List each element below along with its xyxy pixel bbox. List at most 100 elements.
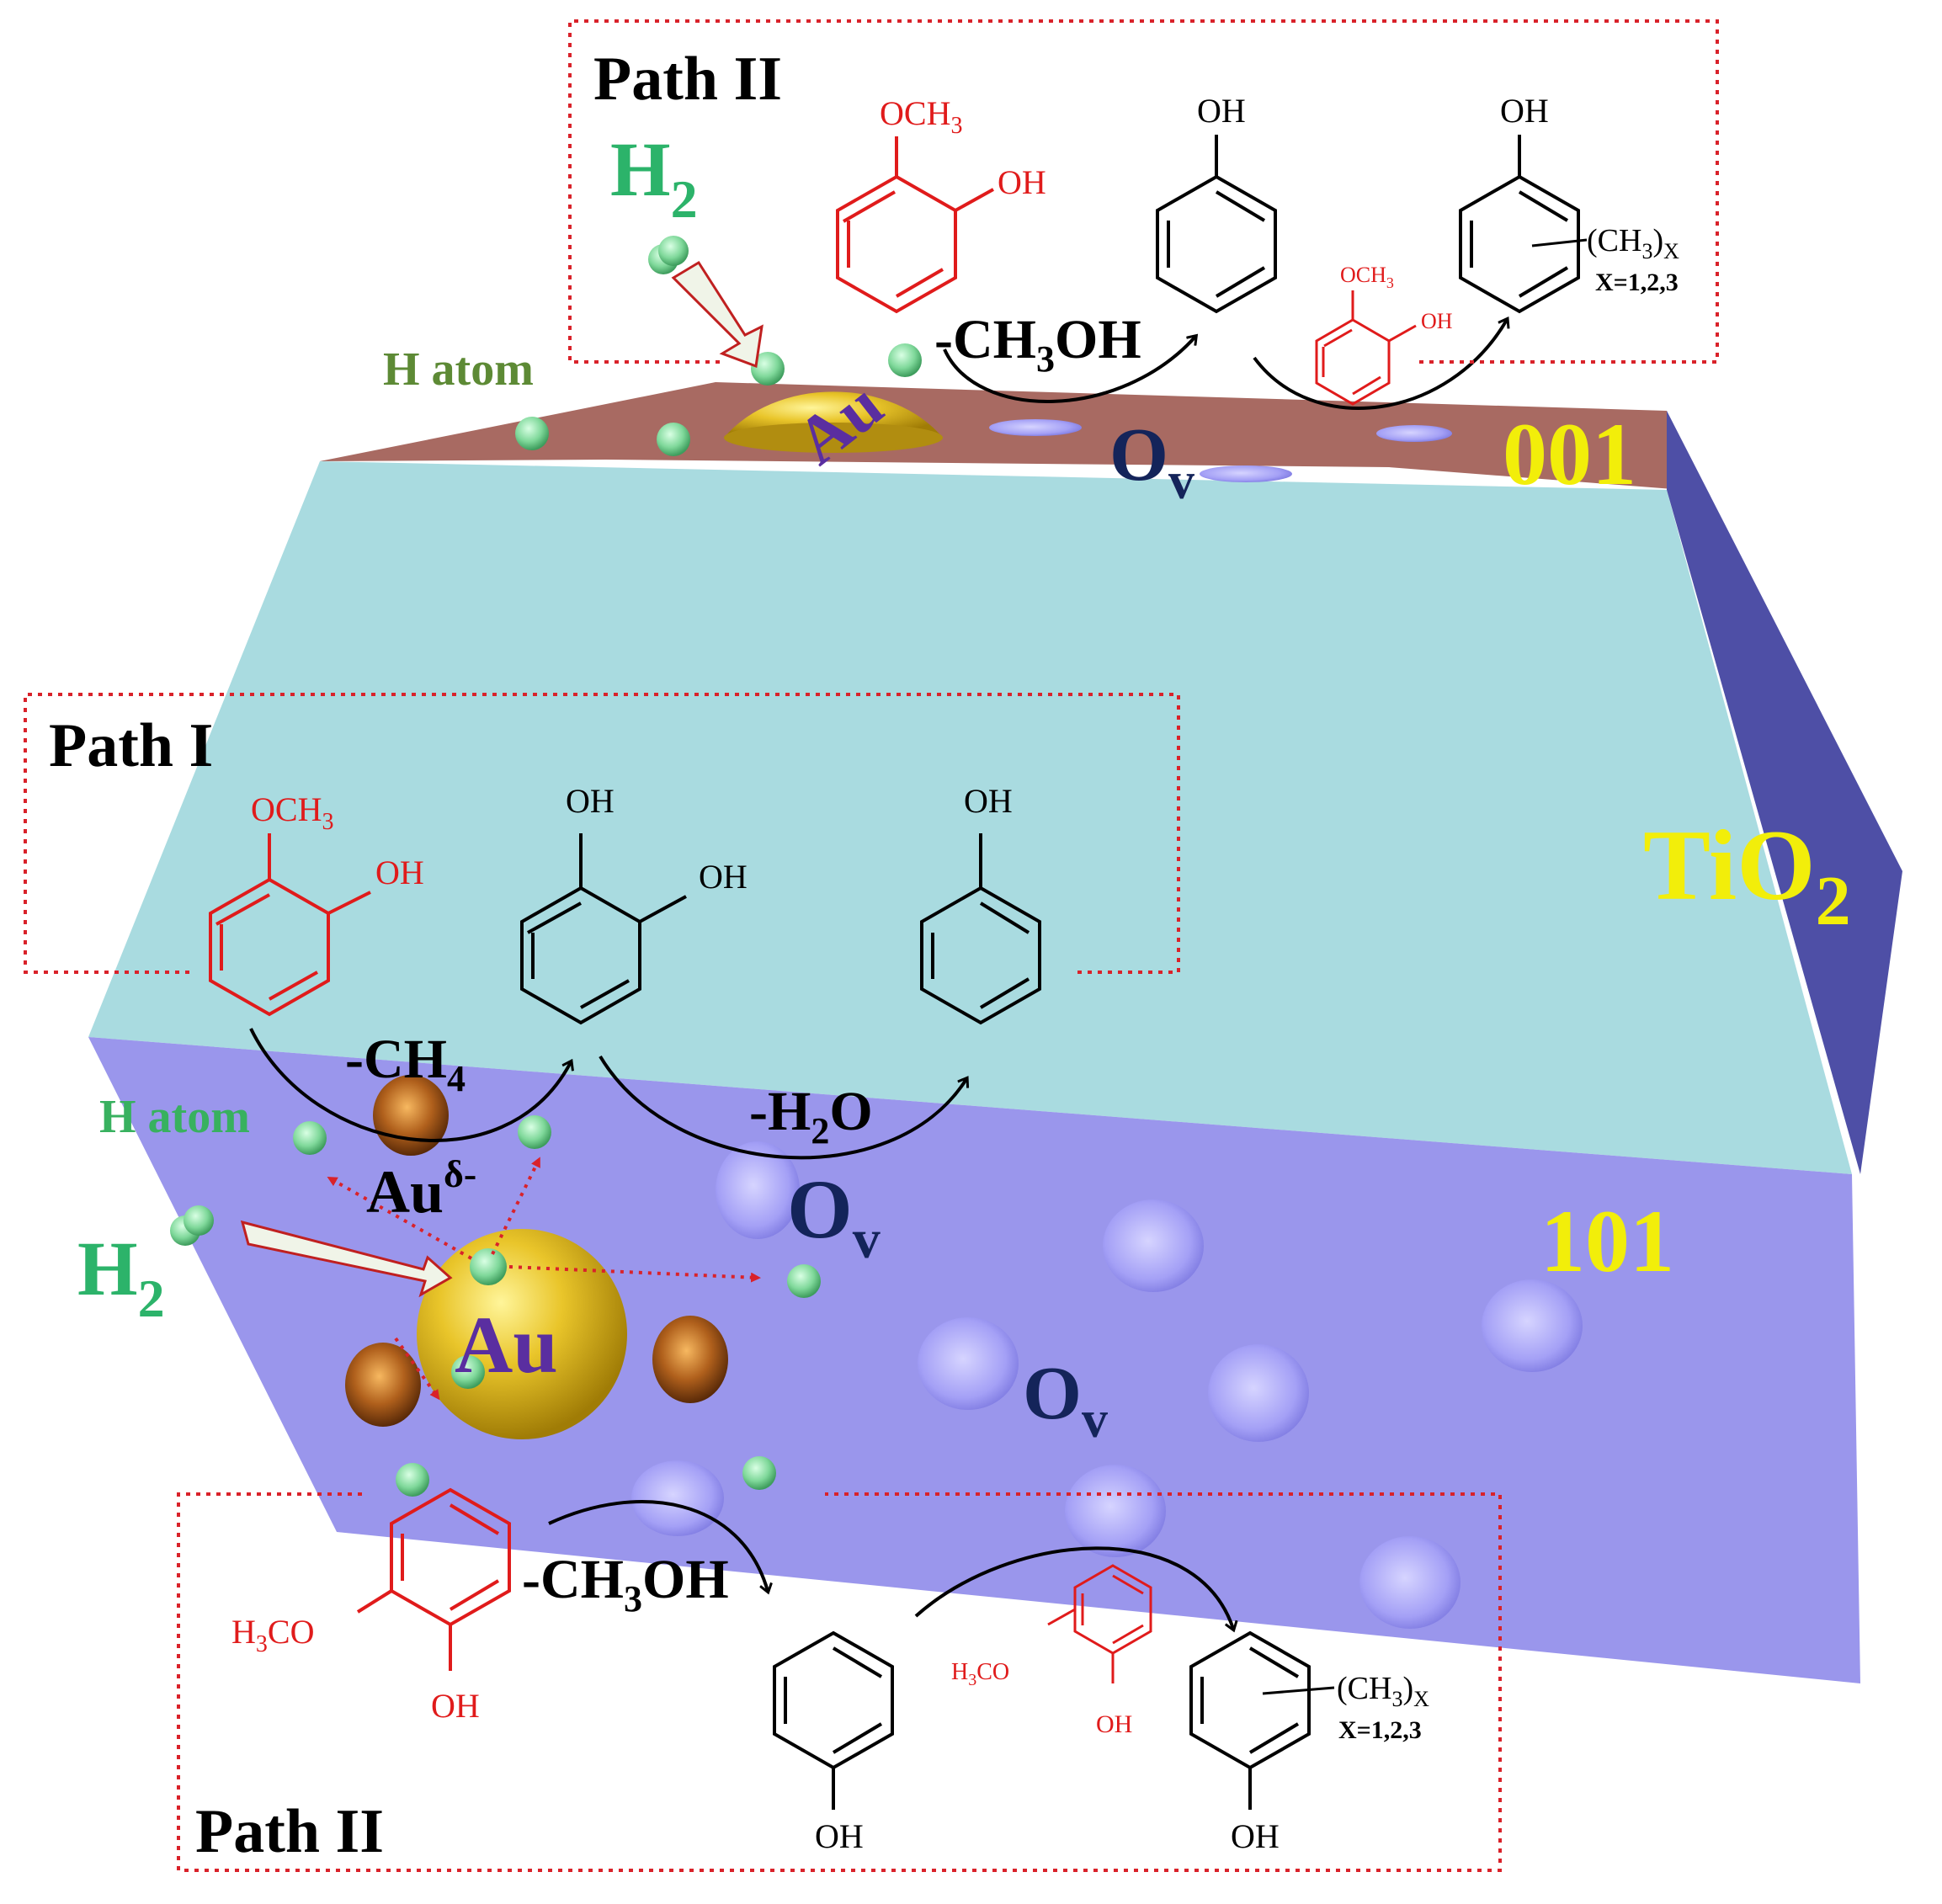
molecule-catechol-path1 xyxy=(520,833,687,1025)
h-atom xyxy=(787,1264,821,1298)
path2-top-box xyxy=(568,19,1719,364)
path2-top-label: Path II xyxy=(593,45,782,114)
minus-ch3oh-bottom: -CH3OH xyxy=(522,1549,729,1619)
molecule-guaiacol-path1 xyxy=(209,833,371,1017)
h-atom-label-101: H atom xyxy=(99,1091,250,1143)
path2-bottom-box xyxy=(177,1492,1502,1872)
vacancy xyxy=(1482,1279,1583,1372)
path1-box xyxy=(24,693,1180,974)
molecule-guaiacol-small-bottom xyxy=(1047,1564,1152,1683)
cluster xyxy=(345,1343,421,1427)
molecule-guaiacol-top xyxy=(836,136,994,314)
arrow-bottom-2 xyxy=(914,1546,1233,1629)
oh-label: OH xyxy=(998,163,1046,201)
h3co-label: H3CO xyxy=(231,1613,314,1657)
oh-label: OH xyxy=(1500,92,1549,130)
oh-label: OH xyxy=(431,1687,480,1725)
minus-h2o-label: -H2O xyxy=(749,1081,873,1151)
path2-bottom-label: Path II xyxy=(195,1797,384,1866)
h3co-label: H3CO xyxy=(951,1659,1009,1689)
oxygen-vacancies xyxy=(631,419,1583,1629)
vacancy xyxy=(716,1141,800,1239)
molecule-guaiacol-bottom xyxy=(356,1487,511,1671)
oh-label: OH xyxy=(1421,309,1453,333)
h-atom-label-top: H atom xyxy=(383,343,534,396)
h-atom xyxy=(396,1463,429,1497)
oh-label: OH xyxy=(699,858,748,896)
h-atom xyxy=(742,1456,776,1490)
vacancy xyxy=(1208,1344,1309,1442)
arrow-path1-1 xyxy=(249,1028,571,1142)
h-atom xyxy=(451,1355,485,1389)
au-hemisphere-001 xyxy=(724,391,943,453)
oh-label: OH xyxy=(1096,1710,1132,1738)
vacancy xyxy=(1376,425,1452,442)
arrow-bottom-1 xyxy=(548,1500,768,1591)
oh-label: OH xyxy=(1197,92,1246,130)
x-values-label: X=1,2,3 xyxy=(1595,269,1679,296)
h-atom xyxy=(470,1248,507,1285)
arrow-top-2 xyxy=(1253,320,1507,410)
arrow-path1-2 xyxy=(599,1055,966,1160)
h2-arrow-top xyxy=(671,260,763,369)
reaction-arrows xyxy=(249,320,1507,1629)
h-atom xyxy=(888,343,922,377)
ch3x-label: (CH3)X xyxy=(1337,1671,1429,1711)
h2-label-101: H2 xyxy=(77,1226,165,1328)
arrow-top-1 xyxy=(943,337,1195,403)
path1-label: Path I xyxy=(49,711,213,780)
molecule-phenol-top xyxy=(1156,135,1277,314)
vacancy xyxy=(1103,1199,1204,1292)
molecule-alkylphenol-top xyxy=(1459,135,1588,314)
och3-label: OCH3 xyxy=(1340,263,1394,291)
oh-label: OH xyxy=(1231,1817,1280,1855)
au-delta-label: Auδ- xyxy=(366,1152,476,1226)
och3-label: OCH3 xyxy=(880,94,962,139)
tio2-label: TiO2 xyxy=(1643,809,1851,940)
molecule-alkylphenol-bottom xyxy=(1189,1630,1335,1810)
och3-label: OCH3 xyxy=(251,790,333,835)
vacancy xyxy=(1200,465,1292,482)
path-boxes xyxy=(24,19,1719,1872)
hydrogen-atoms xyxy=(170,236,922,1497)
minus-ch4-label: -CH4 xyxy=(345,1029,466,1099)
oh-label: OH xyxy=(566,782,615,820)
ch3x-label: (CH3)X xyxy=(1587,223,1679,263)
molecule-phenol-path1 xyxy=(920,833,1041,1025)
au-label-101: Au xyxy=(455,1300,558,1390)
vacancy xyxy=(1065,1465,1166,1557)
h-atom xyxy=(658,236,689,266)
vacancy xyxy=(1359,1536,1460,1629)
cluster xyxy=(652,1316,728,1403)
molecule-phenol-bottom xyxy=(773,1630,894,1810)
ov-label-101a: Ov xyxy=(787,1162,881,1270)
molecule-guaiacol-small-top xyxy=(1315,290,1417,406)
h-atom xyxy=(518,1115,551,1149)
facet-001-label: 001 xyxy=(1503,405,1636,503)
oh-label: OH xyxy=(964,782,1013,820)
vacancy xyxy=(918,1317,1019,1410)
vacancy xyxy=(631,1460,724,1536)
oh-label: OH xyxy=(815,1817,864,1855)
h-atom xyxy=(293,1121,327,1155)
side-face xyxy=(1667,411,1902,1174)
au-label-001: Au xyxy=(783,368,897,479)
vacancy xyxy=(989,419,1082,436)
h-atom xyxy=(751,352,785,386)
facet-101-label: 101 xyxy=(1540,1192,1674,1290)
x-values-label: X=1,2,3 xyxy=(1338,1716,1422,1744)
h-atom xyxy=(657,423,690,456)
h2-arrow-101 xyxy=(240,1220,453,1298)
ov-label-101b: Ov xyxy=(1023,1352,1108,1449)
oh-label: OH xyxy=(375,854,424,891)
spillover-arrow xyxy=(394,1337,440,1401)
h2-label-top: H2 xyxy=(610,126,698,229)
front-upper-face xyxy=(88,461,1852,1174)
spillover-arrows xyxy=(327,1157,761,1401)
minus-ch3oh-top: -CH3OH xyxy=(934,309,1141,380)
h-atom xyxy=(184,1205,214,1236)
ov-label-001: Ov xyxy=(1109,413,1194,510)
h-atom xyxy=(515,417,549,450)
h2-approach-arrows xyxy=(240,260,763,1298)
